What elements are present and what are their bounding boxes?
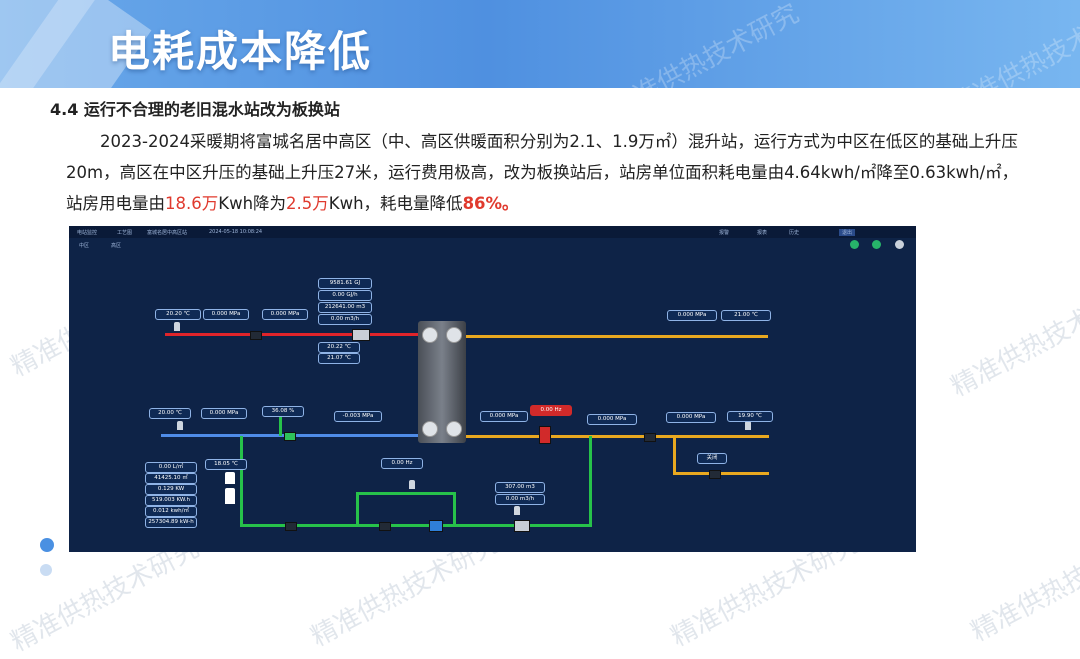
temperature-readout: 21.07 ℃ (318, 353, 360, 364)
hx-port (422, 421, 438, 437)
scada-topbar: 电站监控 工艺图 富城名居中高区站 2024-05-18 10:08:24 报警… (69, 226, 916, 238)
temperature-readout: 20.00 ℃ (149, 408, 191, 419)
datetime: 2024-05-18 10:08:24 (209, 229, 263, 235)
energy-total-readout: 9581.61 GJ (318, 278, 372, 289)
makeup-pipe (240, 436, 243, 526)
menu-item[interactable]: 工艺图 (117, 230, 133, 236)
hx-port (446, 421, 462, 437)
pressure-readout: 0.000 MPa (667, 310, 717, 321)
flow-meter[interactable] (352, 329, 370, 341)
tank-temperature-readout: 18.05 ℃ (205, 459, 247, 470)
primary-supply-pipe (466, 335, 768, 338)
sensor-icon (514, 506, 520, 515)
bypass-pipe (673, 472, 769, 475)
plate-heat-exchanger[interactable] (418, 321, 466, 443)
makeup-pipe (453, 492, 456, 526)
circulation-pump[interactable] (539, 426, 551, 444)
status-button[interactable] (850, 240, 859, 249)
makeup-pipe (589, 436, 592, 526)
makeup-pipe (356, 492, 456, 495)
tank-icon (225, 472, 235, 484)
history-button[interactable]: 历史 (789, 230, 800, 236)
makeup-pipe (240, 524, 592, 527)
body-paragraph: 2023-2024采暖期将富城名居中高区（中、高区供暖面积分别为2.1、1.9万… (66, 126, 1026, 219)
settings-button[interactable] (895, 240, 904, 249)
para-text: Kwh，耗电量降低 (328, 194, 463, 213)
report-button[interactable]: 报表 (757, 230, 768, 236)
temperature-readout: 20.20 ℃ (155, 309, 201, 320)
watermark: 精准供热技术研究 (966, 523, 1080, 648)
alarm-button[interactable]: 报警 (719, 230, 730, 236)
hx-port (446, 327, 462, 343)
makeup-pipe (279, 416, 282, 436)
pressure-readout: 0.000 MPa (587, 414, 637, 425)
menu-item[interactable]: 电站监控 (77, 230, 98, 236)
energy-rate-readout: 0.00 GJ/h (318, 290, 372, 301)
watermark: 精准供热技术研究 (606, 0, 805, 88)
bypass-status-readout: 关闭 (697, 453, 727, 464)
temperature-readout: 21.00 ℃ (721, 310, 771, 321)
makeup-pump[interactable] (429, 520, 443, 532)
logout-button[interactable]: 退出 (839, 229, 856, 236)
slide-title: 电耗成本降低 (108, 27, 373, 76)
title-banner: 电耗成本降低 精准供热技术研究 精准供热技术研究 (0, 0, 1080, 88)
temperature-readout: 19.90 ℃ (727, 411, 773, 422)
makeup-pipe (356, 492, 359, 526)
highlight-value: 86%。 (462, 194, 519, 213)
sensor-icon (174, 322, 180, 331)
section-heading: 4.4 运行不合理的老旧混水站改为板换站 (50, 100, 340, 119)
pressure-readout: 0.000 MPa (262, 309, 308, 320)
tab-mid-zone[interactable]: 中区 (79, 243, 90, 249)
valve-opening-readout: 36.08 % (262, 406, 304, 417)
status-button[interactable] (872, 240, 881, 249)
station-name: 富城名居中高区站 (147, 230, 188, 236)
decorative-dot (40, 564, 52, 576)
para-text: Kwh降为 (218, 194, 287, 213)
watermark: 精准供热技术研究 (946, 278, 1080, 403)
sensor-icon (409, 480, 415, 489)
flow-total-readout: 212641.00 m3 (318, 302, 372, 313)
control-valve[interactable] (284, 432, 296, 441)
valve[interactable] (644, 433, 656, 442)
highlight-value: 2.5万 (286, 194, 329, 213)
pressure-readout: 0.000 MPa (480, 411, 528, 422)
flow-rate-readout: 0.00 m3/h (318, 314, 372, 325)
highlight-value: 18.6万 (165, 194, 219, 213)
meter-device-icon (225, 488, 235, 504)
electric-meter-readout: 0.129 KW (145, 484, 197, 495)
valve[interactable] (379, 522, 391, 531)
para-text: 2023-2024采暖期将富城名居中高区（中、高区供暖面积分别为2.1、1.9万… (66, 132, 1019, 213)
makeup-frequency-readout: 0.00 Hz (381, 458, 423, 469)
scada-tabbar: 中区 高区 (69, 238, 916, 252)
pressure-readout: 0.000 MPa (203, 309, 249, 320)
electric-meter-readout: 519.003 KW.h (145, 495, 197, 506)
watermark: 精准供热技术研究 (946, 0, 1080, 88)
electric-meter-readout: 257304.89 kW-h (145, 517, 197, 528)
hx-port (422, 327, 438, 343)
electric-meter-readout: 0.012 kwh/㎡ (145, 506, 197, 517)
temperature-readout: 20.22 ℃ (318, 342, 360, 353)
bypass-pipe-vertical (673, 435, 676, 473)
tab-high-zone[interactable]: 高区 (111, 243, 122, 249)
bypass-valve[interactable] (709, 470, 721, 479)
pressure-readout: 0.000 MPa (666, 412, 716, 423)
sensor-icon (177, 421, 183, 430)
decorative-dot (40, 538, 54, 552)
pump-frequency-readout: 0.00 Hz (530, 405, 572, 416)
pressure-readout: 0.000 MPa (201, 408, 247, 419)
secondary-supply-pipe (165, 333, 418, 336)
water-meter[interactable] (514, 520, 530, 532)
electric-meter-readout: 0.00 L/㎡ (145, 462, 197, 473)
water-rate-readout: 0.00 m3/h (495, 494, 545, 505)
sensor-icon (745, 421, 751, 430)
valve[interactable] (250, 331, 262, 340)
valve[interactable] (285, 522, 297, 531)
pressure-readout: -0.003 MPa (334, 411, 382, 422)
electric-meter-readout: 41425.10 ㎡ (145, 473, 197, 484)
scada-screenshot: 电站监控 工艺图 富城名居中高区站 2024-05-18 10:08:24 报警… (69, 226, 916, 552)
primary-return-pipe (466, 435, 769, 438)
water-total-readout: 307.00 m3 (495, 482, 545, 493)
